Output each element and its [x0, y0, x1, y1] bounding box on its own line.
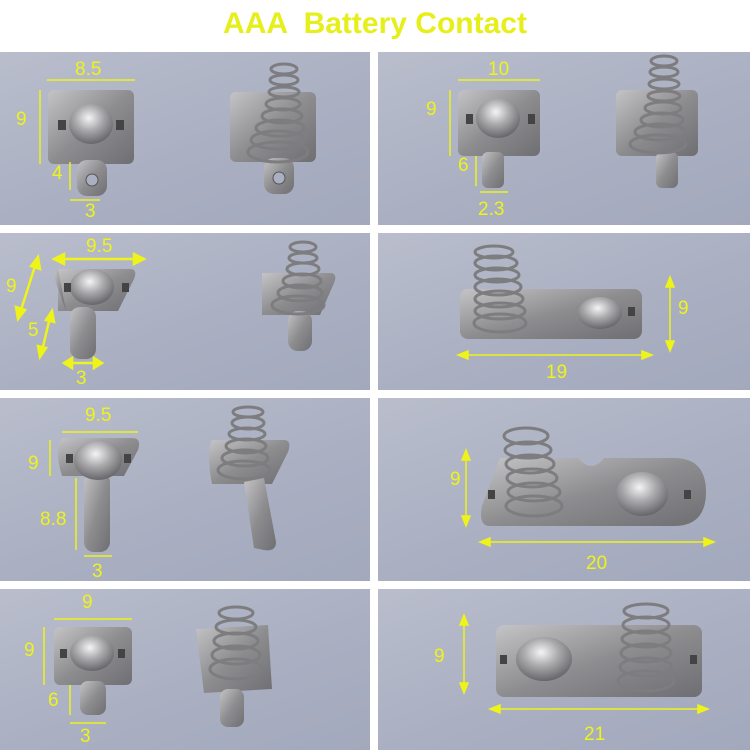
- dimension-label: 21: [584, 724, 606, 745]
- dimension-label: 2.3: [478, 199, 505, 220]
- dimension-label: 9.5: [86, 236, 113, 257]
- dimension-label: 6: [458, 155, 469, 176]
- panel-7: 9 9 6 3: [0, 589, 370, 750]
- dimension-label: 9: [426, 99, 437, 120]
- contact-pair-photo: [49, 405, 290, 557]
- dimension-label: 4: [52, 163, 63, 184]
- dimension-label: 9: [16, 109, 27, 130]
- page-title: AAA Battery Contact: [223, 7, 527, 40]
- panel-6: 9 20: [378, 398, 750, 581]
- panel-8: 9 21: [378, 589, 750, 750]
- contact-pair-photo: [460, 426, 717, 548]
- dimension-label: 19: [546, 362, 568, 383]
- dimension-label: 9: [24, 640, 35, 661]
- dimension-label: 9: [82, 592, 93, 613]
- dimension-label: 3: [76, 368, 87, 389]
- contact-pair-photo: [458, 602, 711, 715]
- dimension-label: 8.8: [40, 509, 67, 530]
- dimension-label: 9: [434, 646, 445, 667]
- dimension-label: 9.5: [85, 405, 112, 426]
- panel-1: 8.5 9 4 3: [0, 52, 370, 225]
- contact-pair-photo: [39, 62, 316, 201]
- dimension-label: 20: [586, 553, 608, 574]
- panel-4: 9 19: [378, 233, 750, 390]
- dimension-label: 6: [48, 690, 59, 711]
- dimension-label: 3: [85, 201, 96, 222]
- dimension-label: 9: [6, 276, 17, 297]
- dimension-label: 9: [28, 453, 39, 474]
- panel-2: 10 9 6 2.3: [378, 52, 750, 225]
- dimension-label: 5: [28, 320, 39, 341]
- dimension-label: 9: [450, 469, 461, 490]
- dimension-label: 10: [488, 59, 510, 80]
- contact-pair-photo: [43, 605, 272, 727]
- contact-pair-photo: [14, 240, 336, 371]
- dimension-label: 3: [92, 561, 103, 581]
- panel-3: 9.5 9 5 3: [0, 233, 370, 390]
- contact-pair-photo: [449, 54, 698, 193]
- contact-pair-photo: [455, 244, 676, 361]
- panel-5: 9.5 9 8.8 3: [0, 398, 370, 581]
- dimension-label: 8.5: [75, 59, 102, 80]
- dimension-label: 9: [678, 298, 689, 319]
- dimension-label: 3: [80, 726, 91, 747]
